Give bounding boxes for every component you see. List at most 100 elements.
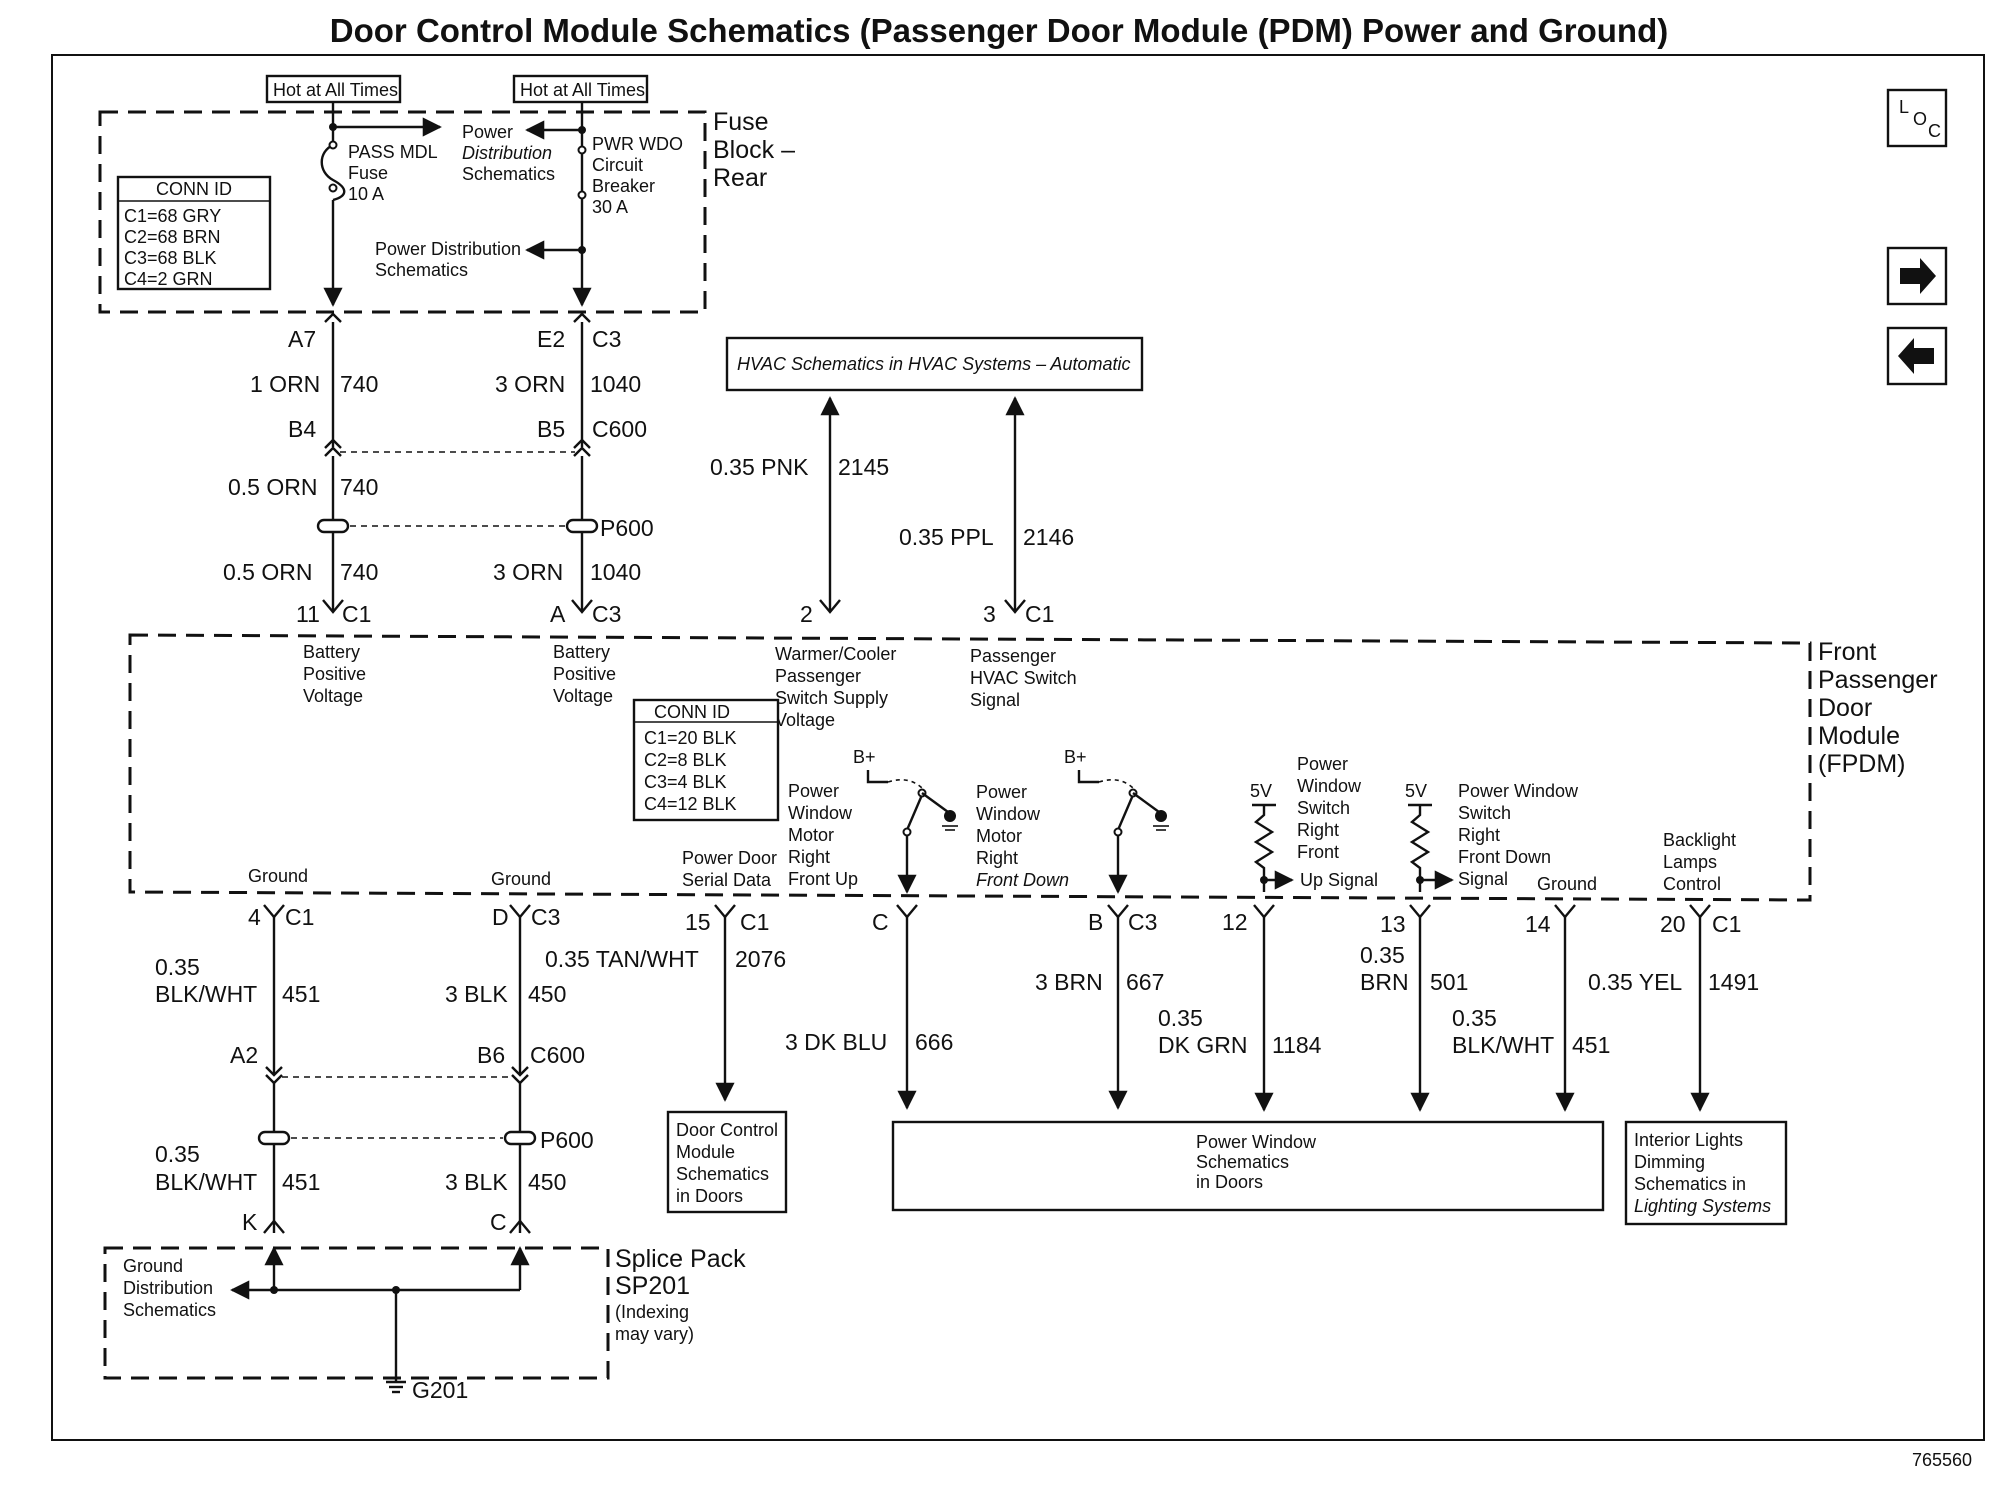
pin-label: D — [492, 904, 509, 930]
conn-id-row: C1=20 BLK — [644, 728, 737, 748]
door-control-module-ref-box: Door Control Module Schematics in Doors — [666, 1110, 788, 1214]
pws-front-up-label: Up Signal — [1300, 870, 1378, 890]
pin-label: A2 — [230, 1042, 258, 1068]
warmer-cooler-label: Warmer/Cooler — [775, 644, 896, 664]
ground-distribution-ref: Ground — [123, 1256, 183, 1276]
pwm-front-up-label: Front Up — [788, 869, 858, 889]
conn-id-row: C4=2 GRN — [124, 269, 213, 289]
pws-ref-label: Power Window — [1196, 1132, 1317, 1152]
lower-wires: 4 C1 D C3 15 C1 C B C3 12 13 14 20 C1 0.… — [155, 904, 1759, 1235]
location-icon-letter: L — [1899, 97, 1909, 117]
module-name: Module — [1818, 722, 1900, 750]
pwm-front-down-label: Power — [976, 782, 1027, 802]
module-conn-id-table: CONN ID C1=20 BLK C2=8 BLK C3=4 BLK C4=1… — [632, 698, 780, 822]
fuse-block-label-3: Rear — [713, 164, 767, 192]
pin-label: A7 — [288, 326, 316, 352]
wire-size-label: 0.35 PPL — [899, 524, 994, 550]
dcm-ref-label: Module — [676, 1142, 735, 1162]
battery-positive-label-2: Battery — [553, 642, 610, 662]
battery-positive-label-1: Voltage — [303, 686, 363, 706]
ground-distribution-ref: Distribution — [123, 1278, 213, 1298]
power-distribution-ref-top: Distribution — [462, 143, 552, 163]
pws-front-down-label: Front Down — [1458, 847, 1551, 867]
pass-mdl-fuse-label: PASS MDL — [348, 142, 438, 162]
pws-front-up-label: Switch — [1297, 798, 1350, 818]
wire-size-label: 0.35 PNK — [710, 454, 809, 480]
wire-size-label: 0.35 — [1452, 1005, 1497, 1031]
pin-label: 20 — [1660, 911, 1686, 937]
pin-label: C — [872, 909, 889, 935]
battery-positive-label-1: Battery — [303, 642, 360, 662]
pwr-wdo-breaker-label: Circuit — [592, 155, 643, 175]
pin-label: 15 — [685, 909, 711, 935]
pws-ref-label: Schematics — [1196, 1152, 1289, 1172]
backlight-label: Control — [1663, 874, 1721, 894]
5v-label: 5V — [1250, 781, 1272, 801]
pass-mdl-fuse: PASS MDL Fuse 10 A — [320, 102, 442, 307]
figure-number: 765560 — [1912, 1450, 1972, 1470]
connector-label: C1 — [740, 909, 769, 935]
wire-size-label: 0.35 — [1360, 942, 1405, 968]
power-distribution-ref-bottom: Schematics — [375, 260, 468, 280]
pass-mdl-fuse-rating: 10 A — [348, 184, 384, 204]
wire-size-label: 0.5 ORN — [228, 474, 317, 500]
next-page-arrow-icon[interactable] — [1886, 246, 1948, 306]
hvac-switch-signal-label: Passenger — [970, 646, 1056, 666]
wire-size-label: 0.35 — [155, 1141, 200, 1167]
battery-positive-label-1: Positive — [303, 664, 366, 684]
ground-label: Ground — [491, 869, 551, 889]
pwm-front-up-label: Power — [788, 781, 839, 801]
wire-circuit-label: 667 — [1126, 969, 1164, 995]
location-icon-letter: O — [1913, 109, 1927, 129]
wire-size-label: 3 BRN — [1035, 969, 1103, 995]
connector-label: P600 — [540, 1127, 594, 1153]
hvac-box-label: HVAC Schematics in HVAC Systems – Automa… — [737, 354, 1130, 374]
wire-circuit-label: 740 — [340, 474, 378, 500]
relay-switch-front-down: B+ — [1064, 747, 1169, 894]
battery-positive-label-2: Positive — [553, 664, 616, 684]
pin-label: 14 — [1525, 911, 1551, 937]
interior-lights-ref-box: Interior Lights Dimming Schematics in Li… — [1624, 1120, 1788, 1226]
serial-data-label: Power Door — [682, 848, 777, 868]
hot-at-all-times-box-1 — [265, 74, 402, 104]
wire-circuit-label: 501 — [1430, 969, 1468, 995]
warmer-cooler-label: Passenger — [775, 666, 861, 686]
pin-label: 3 — [983, 601, 996, 627]
wire-size-label: BLK/WHT — [155, 1169, 257, 1195]
wire-size-label: 3 BLK — [445, 1169, 508, 1195]
location-icon-letter: C — [1928, 121, 1941, 141]
location-icon[interactable]: L O C — [1886, 88, 1948, 148]
pass-mdl-fuse-label: Fuse — [348, 163, 388, 183]
connector-label: C3 — [592, 601, 621, 627]
power-distribution-ref-bottom: Power Distribution — [375, 239, 521, 259]
connector-label: C1 — [285, 904, 314, 930]
ground-label: Ground — [248, 866, 308, 886]
pwr-wdo-breaker-rating: 30 A — [592, 197, 628, 217]
wire-circuit-label: 451 — [282, 1169, 320, 1195]
relay-switch-front-up: B+ — [853, 747, 958, 894]
dcm-ref-label: Door Control — [676, 1120, 778, 1140]
conn-id-row: C1=68 GRY — [124, 206, 221, 226]
wire-size-label: 3 DK BLU — [785, 1029, 887, 1055]
pin-label: A — [550, 601, 566, 627]
fuse-block-label-2: Block – — [713, 136, 795, 164]
ground-point-label: G201 — [412, 1377, 468, 1403]
wire-circuit-label: 2146 — [1023, 524, 1074, 550]
b-plus-label: B+ — [1064, 747, 1087, 767]
conn-id-header: CONN ID — [156, 179, 232, 199]
fuse-block-conn-id-table: CONN ID C1=68 GRY C2=68 BRN C3=68 BLK C4… — [116, 175, 272, 291]
pwr-wdo-breaker-label: PWR WDO — [592, 134, 683, 154]
wire-circuit-label: 450 — [528, 1169, 566, 1195]
wire-size-label: 0.35 — [1158, 1005, 1203, 1031]
hvac-switch-signal-label: HVAC Switch — [970, 668, 1077, 688]
previous-page-arrow-icon[interactable] — [1886, 326, 1948, 386]
pin-label: 13 — [1380, 911, 1406, 937]
interior-lights-ref-label: Dimming — [1634, 1152, 1705, 1172]
wire-size-label: BRN — [1360, 969, 1409, 995]
dcm-ref-label: Schematics — [676, 1164, 769, 1184]
wire-circuit-label: 451 — [282, 981, 320, 1007]
splice-pack-label: Splice Pack — [615, 1245, 746, 1273]
wire-circuit-label: 2076 — [735, 946, 786, 972]
pwm-front-up-label: Right — [788, 847, 830, 867]
